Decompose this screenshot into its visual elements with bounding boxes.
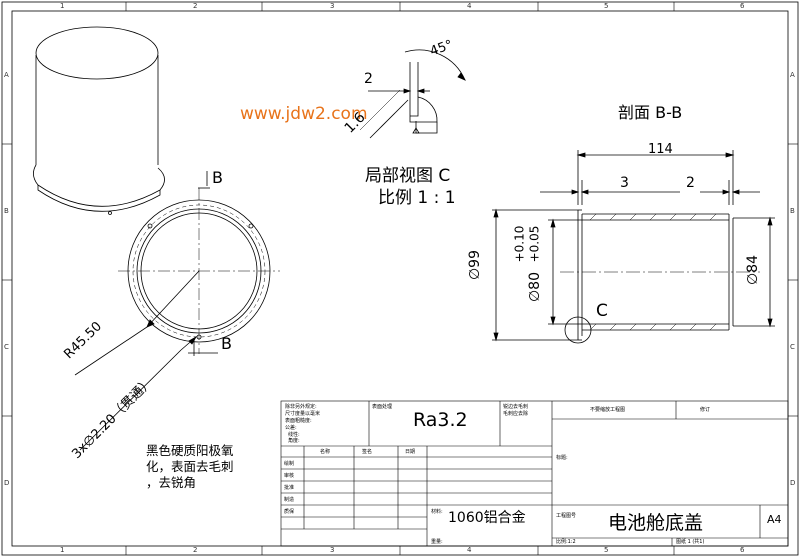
section-marker-bottom: B — [221, 334, 232, 353]
section-dim-length: 114 — [648, 142, 673, 157]
section-dim-outer-dia: ∅99 — [467, 249, 484, 281]
zone-bottom-1: 1 — [60, 546, 65, 554]
note-line-1: 黑色硬质阳极氧 — [146, 443, 234, 458]
tb-do-not-scale: 不要缩放工程图 — [590, 407, 626, 413]
tb-title-label: 标题: — [556, 455, 568, 461]
zone-top-5: 5 — [604, 2, 609, 10]
tb-row-qa: 质保 — [284, 509, 295, 515]
tb-material: 1060铝合金 — [448, 510, 526, 526]
section-dim-end-dia: ∅84 — [745, 254, 762, 286]
technical-notes: 黑色硬质阳极氧 化，表面去毛刺 ，去锐角 — [146, 443, 286, 491]
tb-tol-line5: 线性: — [288, 432, 300, 438]
tb-tol-line2: 尺寸度量以毫米 — [285, 411, 321, 417]
tb-deburr-label: 锐边去毛刺 — [503, 404, 529, 410]
front-view — [74, 171, 280, 451]
watermark: www.jdw2.com — [240, 104, 368, 124]
section-view — [492, 150, 775, 344]
title-block — [280, 400, 789, 547]
section-dim-right-offset: 2 — [686, 175, 695, 191]
tb-col-name: 名称 — [320, 449, 331, 455]
tb-finish-label: 表面处理 — [372, 404, 393, 410]
tb-weight-label: 重量: — [431, 539, 443, 545]
section-marker-top: B — [212, 168, 223, 187]
zone-top-1: 1 — [60, 2, 65, 10]
zone-bottom-6: 6 — [740, 546, 745, 554]
note-line-2: 化，表面去毛刺 — [146, 459, 234, 474]
zone-bottom-4: 4 — [467, 546, 472, 554]
zone-bottom-3: 3 — [330, 546, 335, 554]
tb-tol-line3: 表面粗糙度: — [285, 418, 312, 424]
detail-view-c — [359, 49, 466, 139]
tb-drawing-name: 电池舱底盖 — [608, 512, 704, 534]
detail-dim-width: 2 — [364, 71, 373, 87]
zone-top-2: 2 — [193, 2, 198, 10]
tb-col-signature: 签名 — [362, 449, 373, 455]
section-dim-inner-dia: ∅80 — [527, 271, 544, 303]
tb-row-draw: 绘制 — [284, 461, 295, 467]
section-dim-tol-upper: +0.10 — [512, 225, 527, 263]
zone-right-a: A — [790, 71, 795, 79]
detail-view-title: 局部视图 C — [365, 166, 451, 186]
zone-left-a: A — [4, 71, 9, 79]
zone-bottom-5: 5 — [604, 546, 609, 554]
isometric-view — [33, 26, 165, 215]
tb-row-mfg: 制造 — [284, 497, 295, 503]
tb-revision: 修订 — [700, 407, 711, 413]
tb-tol-line6: 角度: — [288, 438, 300, 444]
tb-scale: 比例:1:2 — [556, 539, 576, 545]
zone-left-d: D — [4, 479, 10, 487]
note-line-3: ，去锐角 — [146, 475, 197, 490]
zone-top-6: 6 — [740, 2, 745, 10]
detail-callout-label: C — [596, 301, 608, 321]
tb-general-tolerance: 除非另外规定: — [285, 404, 317, 410]
tb-finish: Ra3.2 — [413, 409, 468, 431]
section-dim-left-offset: 3 — [620, 175, 629, 191]
zone-top-3: 3 — [330, 2, 335, 10]
tb-deburr-line2: 毛刺应去除 — [503, 411, 529, 417]
section-view-title: 剖面 B-B — [618, 103, 683, 122]
tb-material-label: 材料: — [431, 509, 443, 515]
tb-col-date: 日期 — [405, 449, 416, 455]
tb-row-approve: 批准 — [284, 485, 295, 491]
zone-left-c: C — [4, 343, 9, 351]
zone-left-b: B — [4, 207, 9, 215]
detail-view-scale: 比例 1 : 1 — [378, 188, 456, 208]
tb-row-check: 审核 — [284, 473, 295, 479]
tb-sheet: 图纸 1 (共1) — [676, 539, 705, 545]
zone-bottom-2: 2 — [193, 546, 198, 554]
zone-top-4: 4 — [467, 2, 472, 10]
zone-right-b: B — [790, 207, 795, 215]
section-dim-tol-lower: +0.05 — [527, 225, 542, 263]
zone-right-d: D — [790, 479, 796, 487]
tb-size: A4 — [767, 513, 782, 526]
tb-tol-line4: 公差: — [285, 425, 297, 431]
tb-drawing-no-label: 工程图号 — [556, 513, 577, 519]
zone-right-c: C — [790, 343, 795, 351]
